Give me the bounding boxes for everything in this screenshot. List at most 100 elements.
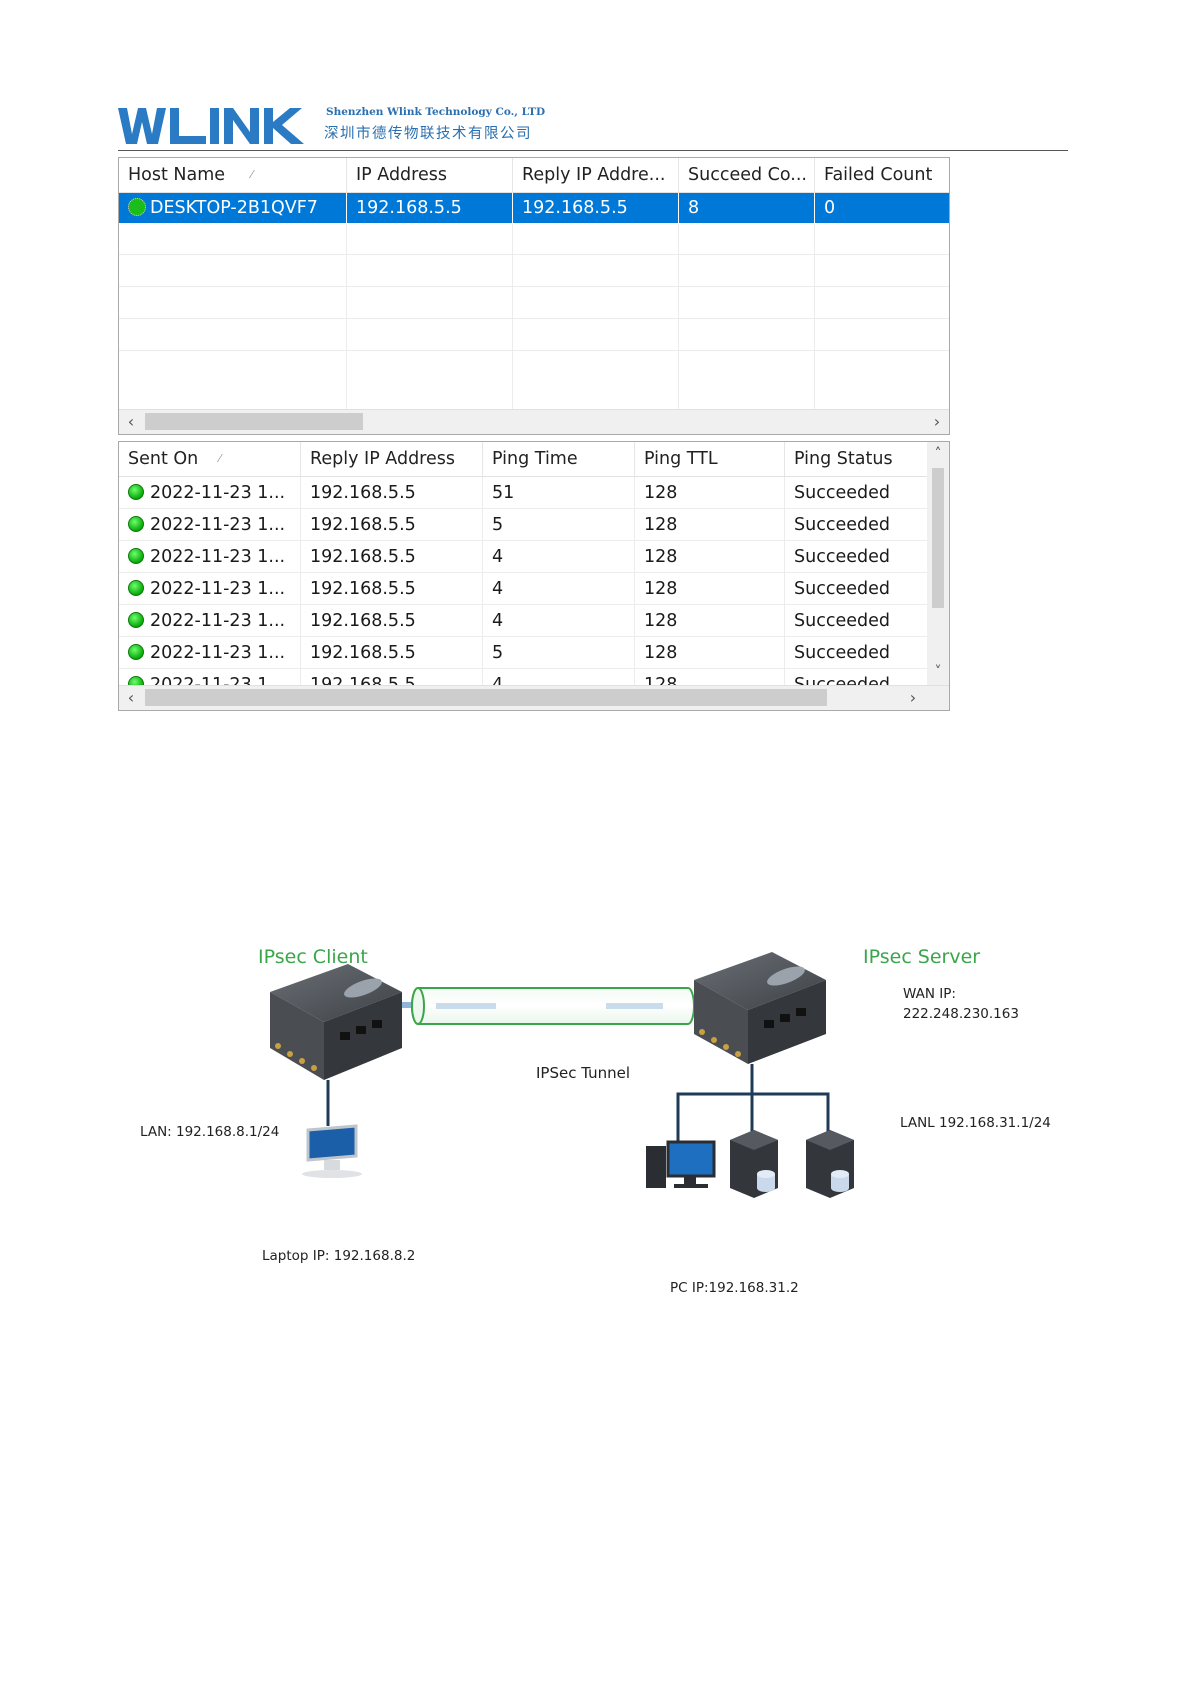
cell-ping-status: Succeeded	[785, 605, 927, 637]
cell-sent-on: 2022-11-23 1...	[119, 509, 301, 541]
cell-ping-time: 4	[483, 573, 635, 605]
empty-row	[119, 287, 949, 319]
pc-workstation-icon	[646, 1140, 716, 1188]
status-success-icon	[128, 643, 144, 660]
scrollbar-thumb[interactable]	[145, 413, 363, 430]
cell-reply-ip-address: 192.168.5.5	[301, 637, 483, 669]
scroll-up-icon[interactable]: ˄	[934, 446, 942, 462]
column-header-ping-time[interactable]: Ping Time	[483, 442, 635, 476]
ipsec-server-title: IPsec Server	[863, 946, 981, 968]
column-header-sent-on[interactable]: Sent On⁄	[119, 442, 301, 476]
cell-sent-on: 2022-11-23 1...	[119, 637, 301, 669]
column-header-succeed-count[interactable]: Succeed Co...	[679, 158, 815, 192]
status-success-icon	[128, 515, 144, 532]
client-router-icon	[270, 964, 402, 1080]
ping-log-header: Sent On⁄ Reply IP Address Ping Time Ping…	[119, 442, 927, 477]
cell-ping-status: Succeeded	[785, 669, 927, 685]
scroll-right-icon[interactable]: ›	[933, 412, 941, 431]
cell-sent-on: 2022-11-23 1...	[119, 605, 301, 637]
ipsec-tunnel-icon	[411, 987, 695, 1025]
cell-reply-ip-address: 192.168.5.5	[301, 509, 483, 541]
hosts-table-header: Host Name⁄ IP Address Reply IP Addre... …	[119, 158, 949, 193]
cell-ping-time: 4	[483, 669, 635, 685]
cell-succeed-count: 8	[679, 193, 815, 223]
server-lan-label: LANL 192.168.31.1/24	[900, 1115, 1051, 1131]
cell-ping-time: 51	[483, 477, 635, 509]
column-header-host-name[interactable]: Host Name⁄	[119, 158, 347, 192]
cell-ping-ttl: 128	[635, 509, 785, 541]
cell-ping-ttl: 128	[635, 669, 785, 685]
ipsec-network-diagram: IPsec Client IPsec Server WAN IP: 222.24…	[118, 930, 1068, 1330]
cell-reply-ip-address: 192.168.5.5	[301, 541, 483, 573]
cell-failed-count: 0	[815, 193, 949, 223]
hosts-list-view[interactable]: Host Name⁄ IP Address Reply IP Addre... …	[118, 157, 950, 435]
wlink-logo	[118, 108, 304, 144]
cell-sent-on: 2022-11-23 1...	[119, 573, 301, 605]
table-row[interactable]: DESKTOP-2B1QVF7 192.168.5.5 192.168.5.5 …	[119, 193, 949, 223]
diagram-graphics	[270, 952, 854, 1198]
client-lan-label: LAN: 192.168.8.1/24	[140, 1124, 280, 1140]
column-header-ip-address[interactable]: IP Address	[347, 158, 513, 192]
scrollbar-thumb[interactable]	[145, 689, 827, 706]
wan-ip-label: WAN IP:	[903, 986, 956, 1002]
status-success-icon	[128, 675, 144, 685]
scroll-left-icon[interactable]: ‹	[127, 412, 135, 431]
column-header-failed-count[interactable]: Failed Count	[824, 165, 933, 185]
vertical-scrollbar[interactable]: ˄ ˅	[927, 442, 949, 686]
pc-ip-label: PC IP:192.168.31.2	[670, 1280, 799, 1296]
status-success-icon	[128, 483, 144, 500]
cell-ping-time: 4	[483, 541, 635, 573]
column-header-ping-status[interactable]: Ping Status	[794, 449, 893, 469]
cell-sent-on: 2022-11-23 1...	[119, 477, 301, 509]
scrollbar-thumb[interactable]	[932, 468, 944, 608]
document-header: Shenzhen Wlink Technology Co., LTD 深圳市德传…	[118, 100, 1068, 152]
scroll-down-icon[interactable]: ˅	[934, 664, 942, 680]
scroll-left-icon[interactable]: ‹	[127, 688, 135, 707]
column-header-reply-ip-address[interactable]: Reply IP Address	[301, 442, 483, 476]
empty-row	[119, 351, 949, 409]
empty-row	[119, 223, 949, 255]
cell-ping-status: Succeeded	[785, 509, 927, 541]
scroll-right-icon[interactable]: ›	[909, 688, 917, 707]
ipsec-client-title: IPsec Client	[258, 946, 368, 968]
cell-ping-time: 4	[483, 605, 635, 637]
column-header-ping-ttl[interactable]: Ping TTL	[635, 442, 785, 476]
server-tower-icon	[806, 1130, 854, 1198]
status-success-icon	[128, 547, 144, 564]
column-header-reply-ip-address[interactable]: Reply IP Addre...	[513, 158, 679, 192]
laptop-monitor-icon	[302, 1124, 362, 1178]
cell-ping-ttl: 128	[635, 541, 785, 573]
empty-row	[119, 255, 949, 287]
company-name-chinese: 深圳市德传物联技术有限公司	[324, 126, 532, 142]
sort-indicator-icon: ⁄	[251, 168, 253, 181]
cell-host-name: DESKTOP-2B1QVF7	[119, 193, 347, 223]
cell-sent-on: 2022-11-23 1...	[119, 541, 301, 573]
server-router-icon	[694, 952, 826, 1064]
cell-reply-ip-address: 192.168.5.5	[301, 669, 483, 685]
cell-reply-ip-address: 192.168.5.5	[301, 605, 483, 637]
status-online-icon	[128, 197, 146, 216]
cell-ping-ttl: 128	[635, 637, 785, 669]
cell-ping-ttl: 128	[635, 573, 785, 605]
horizontal-scrollbar[interactable]: ‹ ›	[119, 409, 949, 434]
company-name-english: Shenzhen Wlink Technology Co., LTD	[326, 106, 546, 118]
cell-reply-ip-address: 192.168.5.5	[513, 193, 679, 223]
cell-ping-status: Succeeded	[785, 477, 927, 509]
laptop-ip-label: Laptop IP: 192.168.8.2	[262, 1248, 416, 1264]
cell-ping-time: 5	[483, 509, 635, 541]
wan-ip-value: 222.248.230.163	[903, 1006, 1019, 1022]
ping-log-view[interactable]: Sent On⁄ Reply IP Address Ping Time Ping…	[118, 441, 950, 711]
cell-ping-ttl: 128	[635, 605, 785, 637]
horizontal-scrollbar[interactable]: ‹ ›	[119, 685, 949, 710]
header-divider	[118, 150, 1068, 151]
cell-reply-ip-address: 192.168.5.5	[301, 477, 483, 509]
cell-ping-status: Succeeded	[785, 541, 927, 573]
